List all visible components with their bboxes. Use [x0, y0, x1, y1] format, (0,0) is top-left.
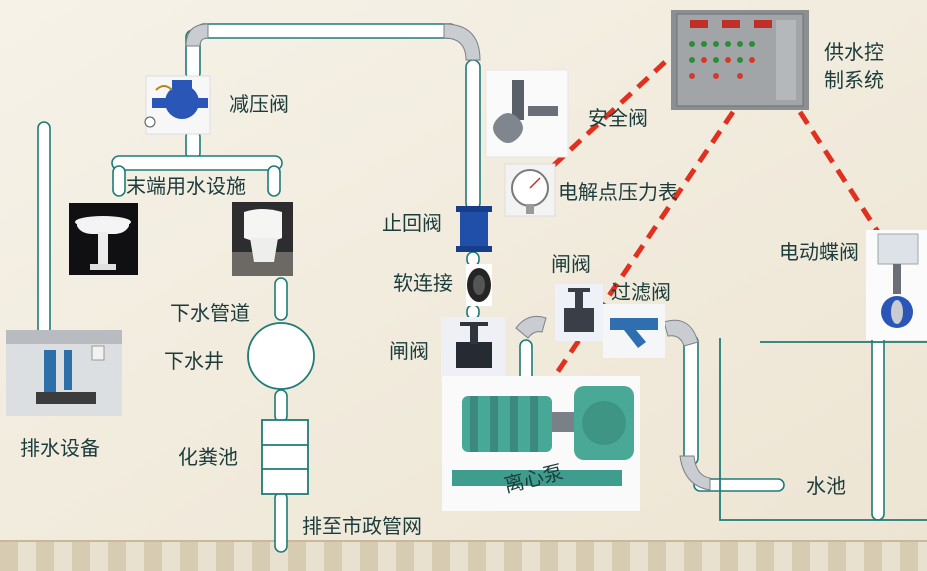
label-check-valve: 止回阀: [382, 211, 442, 235]
gate-valve-icon: [441, 317, 505, 382]
elbow-pump-outlet: [515, 315, 547, 339]
pipe-sewer-2: [274, 389, 288, 423]
label-terminal-facilities: 末端用水设施: [126, 174, 246, 198]
pressure-reducing-valve-icon: [144, 75, 211, 135]
pipe-suction: [683, 334, 699, 466]
label-gate-valve-left: 闸阀: [389, 339, 429, 363]
wash-basin-icon: [69, 203, 138, 275]
elbow-suction-foot: [679, 455, 711, 491]
decorative-border: [0, 540, 927, 571]
pipe-terminal-header: [111, 155, 283, 171]
pipe-sewer-3: [274, 491, 288, 553]
label-manhole: 下水井: [164, 349, 224, 373]
septic-tank-shape: [261, 419, 309, 495]
pipe-riser: [465, 59, 481, 211]
label-filter-valve: 过滤阀: [611, 280, 671, 304]
pipe-tank-right: [871, 329, 885, 521]
centrifugal-pump-icon: [442, 376, 640, 511]
pipe-basin-drop: [112, 165, 126, 197]
pipe-check-to-joint: [466, 251, 480, 267]
pressure-gauge-icon: [504, 163, 556, 217]
pipe-sewer-1: [274, 277, 288, 321]
control-cabinet-icon: [671, 10, 809, 110]
label-septic-tank: 化粪池: [178, 445, 238, 469]
flexible-joint-icon: [466, 264, 492, 306]
pipe-joint-to-gate: [466, 304, 480, 320]
label-drainage-equipment: 排水设备: [20, 436, 100, 460]
y-filter-icon: [603, 304, 665, 358]
label-safety-valve: 安全阀: [588, 106, 648, 130]
toilet-icon: [232, 202, 293, 276]
elbow-top-right: [443, 23, 481, 61]
label-to-municipal: 排至市政管网: [302, 514, 422, 538]
pipe-top-horizontal: [196, 23, 458, 39]
control-line-to-gauge: [538, 60, 667, 180]
drainage-unit-icon: [6, 330, 122, 416]
label-pressure-reducing-valve: 减压阀: [229, 92, 289, 116]
safety-valve-icon: [485, 69, 569, 158]
elbows: [185, 23, 711, 491]
gate-valve-top-icon: [555, 284, 603, 341]
control-lines: [537, 60, 881, 400]
control-line-to-butterfly-valve: [797, 110, 881, 234]
label-sewer-pipe: 下水管道: [170, 301, 250, 325]
label-supply-control-line1: 供水控: [824, 40, 884, 64]
pipe-drain-riser: [37, 121, 51, 338]
elbow-suction-top: [663, 319, 699, 347]
elbow-top-left: [185, 23, 209, 47]
pipe-toilet-drop: [267, 165, 281, 197]
label-flexible-joint: 软连接: [393, 271, 453, 295]
label-water-tank: 水池: [806, 474, 846, 498]
label-supply-control-line2: 制系统: [824, 68, 884, 92]
check-valve-icon: [456, 206, 492, 252]
water-tank-outline: [719, 338, 927, 521]
control-line-to-pump: [537, 110, 736, 400]
butterfly-valve-icon: [866, 230, 927, 340]
manhole-shape: [247, 322, 315, 390]
label-contact-pressure-gauge: 电解点压力表: [558, 180, 678, 204]
pipe-suction-foot: [693, 478, 785, 492]
label-gate-valve-top: 闸阀: [551, 252, 591, 276]
label-electric-butterfly-valve: 电动蝶阀: [779, 240, 859, 264]
